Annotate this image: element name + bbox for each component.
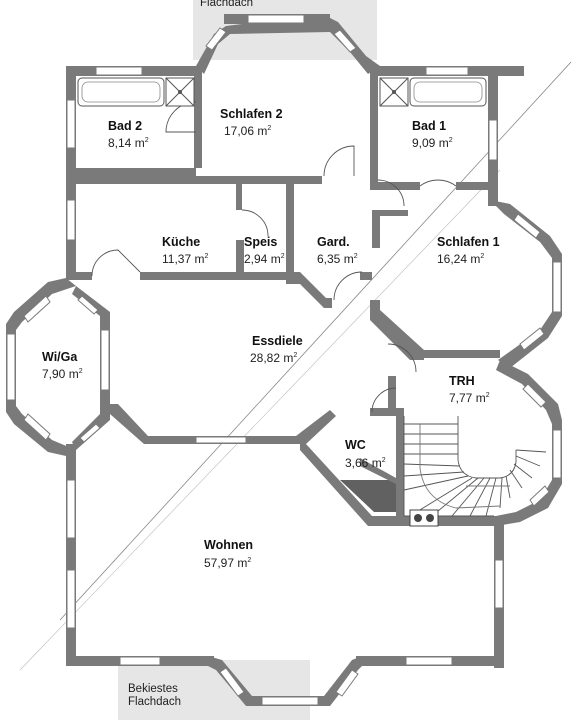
room-label-trh: TRH 7,77 m2 xyxy=(449,374,490,405)
svg-text:28,82 m2: 28,82 m2 xyxy=(250,351,297,365)
svg-text:16,24 m2: 16,24 m2 xyxy=(437,252,484,266)
svg-text:7,90 m2: 7,90 m2 xyxy=(42,367,83,381)
room-label-wohnen: Wohnen 57,97 m2 xyxy=(204,538,253,570)
svg-text:3,66 m2: 3,66 m2 xyxy=(345,456,386,470)
bottom-roof-label-line2: Flachdach xyxy=(128,696,181,708)
door-swings xyxy=(91,101,457,413)
svg-text:Wohnen: Wohnen xyxy=(204,538,253,552)
room-label-bad2: Bad 2 8,14 m2 xyxy=(108,119,149,150)
diagonal-line-1 xyxy=(59,61,571,621)
room-label-wiga: Wi/Ga 7,90 m2 xyxy=(42,350,83,381)
diagonal-line-2 xyxy=(19,169,501,671)
svg-text:8,14 m2: 8,14 m2 xyxy=(108,136,149,150)
staircase xyxy=(403,416,547,517)
svg-text:57,97 m2: 57,97 m2 xyxy=(204,556,251,570)
svg-text:Bad 2: Bad 2 xyxy=(108,119,142,133)
svg-text:Gard.: Gard. xyxy=(317,235,350,249)
svg-text:11,37 m2: 11,37 m2 xyxy=(162,252,208,266)
room-label-essdiele: Essdiele 28,82 m2 xyxy=(250,334,303,365)
svg-text:Essdiele: Essdiele xyxy=(252,334,303,348)
interior-walls xyxy=(66,66,500,526)
svg-text:Bad 1: Bad 1 xyxy=(412,119,446,133)
svg-text:6,35 m2: 6,35 m2 xyxy=(317,252,358,266)
room-label-schlafen2: Schlafen 2 17,06 m2 xyxy=(220,107,283,138)
top-roof-label: Flachdach xyxy=(200,0,253,9)
chimney xyxy=(409,509,439,527)
svg-text:Küche: Küche xyxy=(162,235,200,249)
svg-text:9,09 m2: 9,09 m2 xyxy=(412,136,453,150)
room-label-speis: Speis 2,94 m2 xyxy=(244,235,285,266)
svg-text:Schlafen 1: Schlafen 1 xyxy=(437,235,500,249)
svg-text:Speis: Speis xyxy=(244,235,277,249)
svg-text:17,06 m2: 17,06 m2 xyxy=(224,124,271,138)
svg-text:WC: WC xyxy=(345,438,366,452)
room-label-kueche: Küche 11,37 m2 xyxy=(162,235,208,266)
room-label-wc: WC 3,66 m2 xyxy=(345,438,386,470)
shower-bad2 xyxy=(165,77,195,107)
svg-text:Wi/Ga: Wi/Ga xyxy=(42,350,78,364)
room-label-bad1: Bad 1 9,09 m2 xyxy=(412,119,453,150)
bathtub-bad2 xyxy=(77,77,165,107)
svg-text:7,77 m2: 7,77 m2 xyxy=(449,391,490,405)
svg-text:TRH: TRH xyxy=(449,374,475,388)
bottom-flat-roof xyxy=(118,660,310,720)
bathtub-bad1 xyxy=(409,77,487,107)
svg-text:Schlafen 2: Schlafen 2 xyxy=(220,107,283,121)
bottom-roof-label-line1: Bekiestes xyxy=(128,683,178,695)
svg-text:2,94 m2: 2,94 m2 xyxy=(244,252,285,266)
room-label-gard: Gard. 6,35 m2 xyxy=(317,235,358,266)
exterior-walls xyxy=(6,14,562,706)
room-label-schlafen1: Schlafen 1 16,24 m2 xyxy=(437,235,500,266)
shower-bad1 xyxy=(379,77,409,107)
